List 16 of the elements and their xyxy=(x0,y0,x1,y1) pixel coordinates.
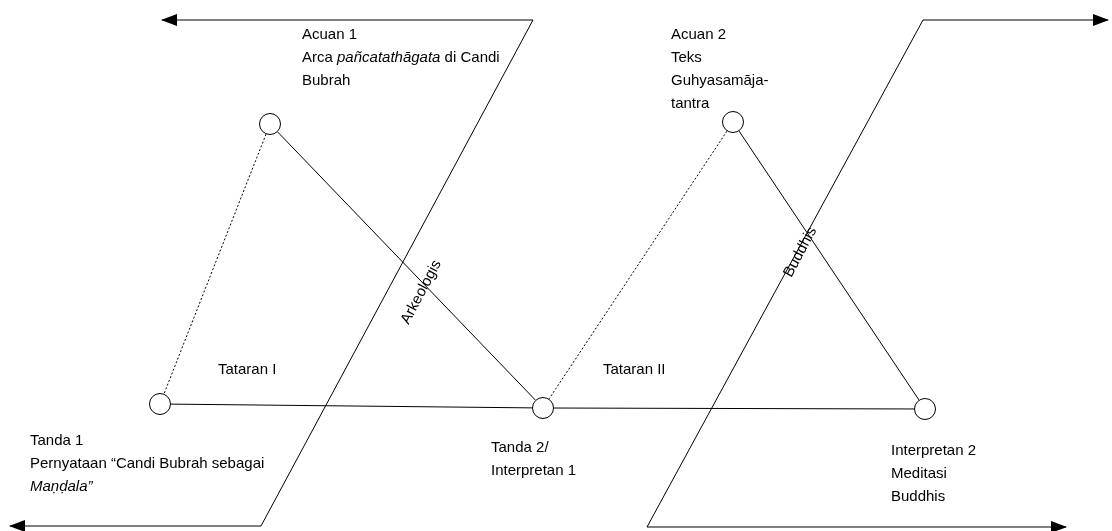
node-heading: Acuan 1 xyxy=(302,24,359,44)
line xyxy=(170,403,533,409)
node-caption: Teks Guhyasamāja-tantra xyxy=(671,47,770,113)
line xyxy=(553,407,915,410)
line xyxy=(277,131,536,401)
node-caption: Arca pañcatathāgata di Candi Bubrah xyxy=(302,47,501,90)
node-caption: Pernyataan “Candi Bubrah sebagai Maṇḍala” xyxy=(30,453,266,496)
dashed-line xyxy=(163,133,267,395)
level-label: Tataran II xyxy=(603,359,666,379)
node-caption: Meditasi Buddhis xyxy=(891,463,948,506)
node-caption: Interpretan 1 xyxy=(491,460,578,480)
node-heading: Interpretan 2 xyxy=(891,440,978,460)
node-heading: Acuan 2 xyxy=(671,24,728,44)
level-label: Tataran I xyxy=(218,359,277,379)
node-heading: Tanda 2/ xyxy=(491,437,550,457)
node-heading: Tanda 1 xyxy=(30,430,85,450)
